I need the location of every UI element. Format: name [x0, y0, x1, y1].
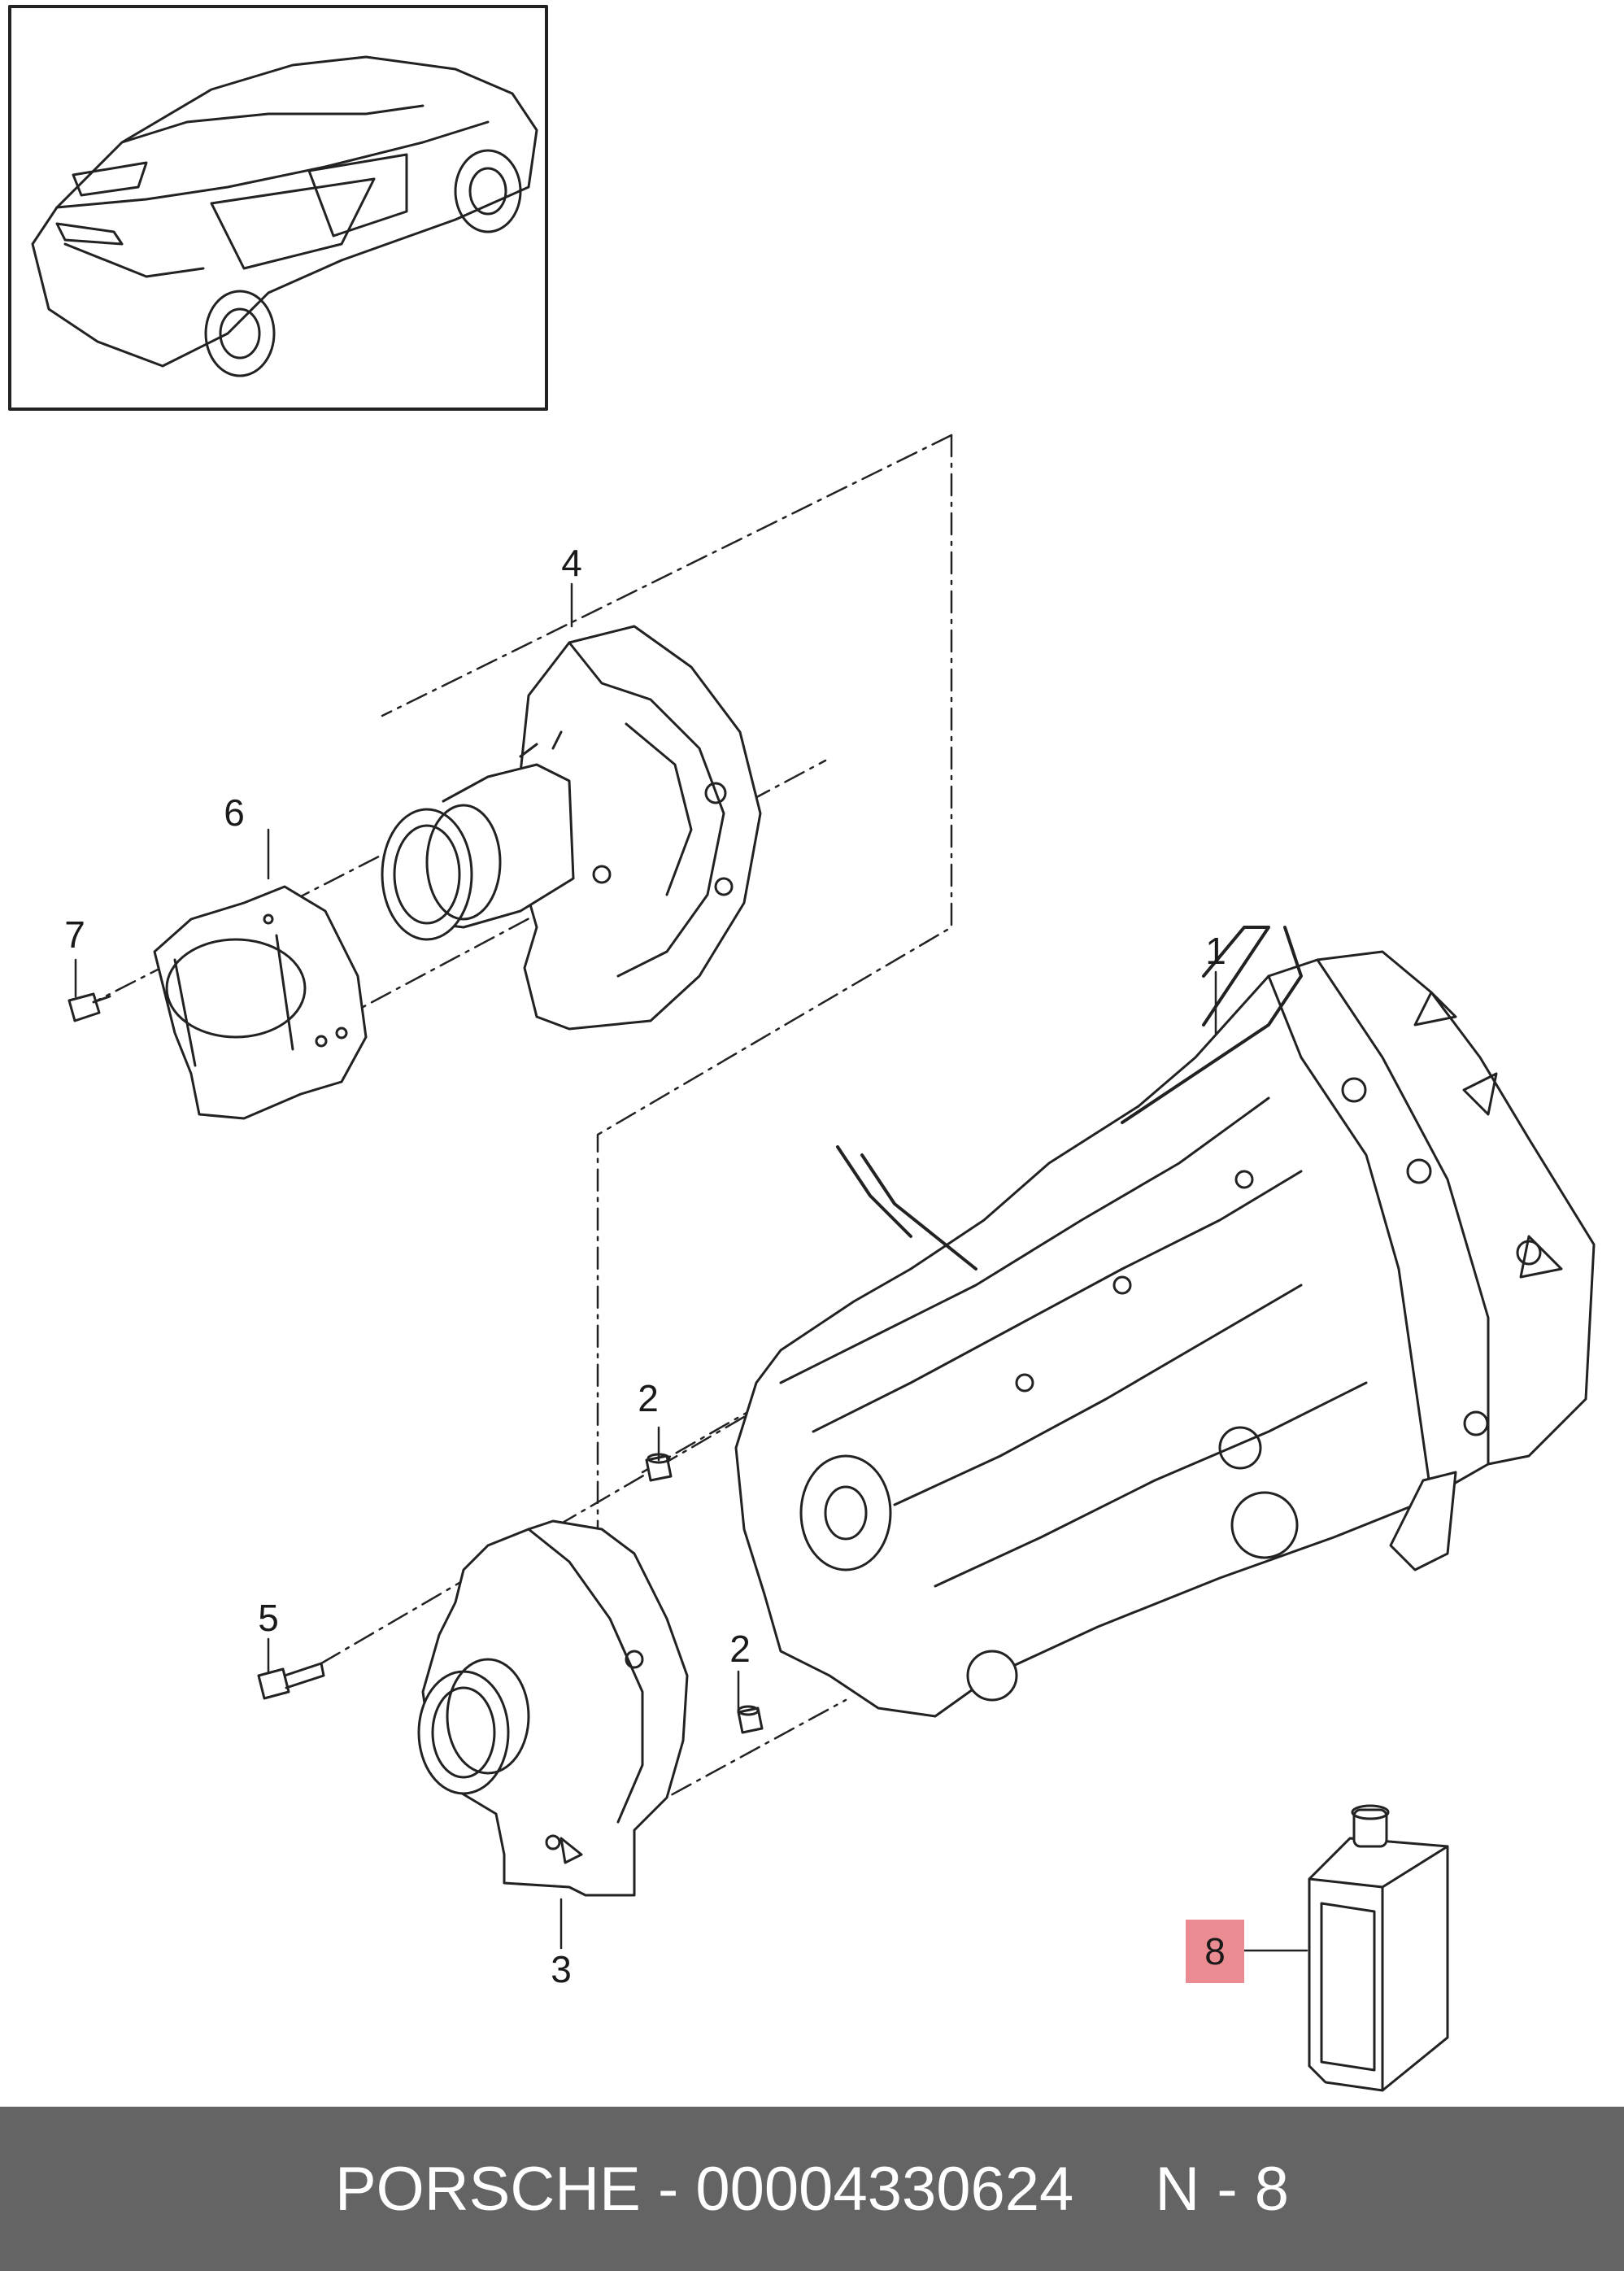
footer-bar: PORSCHE - 00004330624 N - 8 — [0, 2107, 1624, 2271]
callout-8: 8 — [1204, 1930, 1226, 1972]
footer-part-number: PORSCHE - 00004330624 — [334, 2154, 1074, 2224]
part-2-nut-b — [737, 1705, 764, 1734]
part-8-oil-bottle — [1308, 1804, 1449, 2092]
part-4-housing — [381, 625, 762, 1031]
part-1-gearbox — [734, 926, 1596, 1718]
callout-2a: 2 — [638, 1377, 659, 1419]
callout-2b: 2 — [729, 1628, 751, 1670]
callout-4: 4 — [561, 542, 582, 584]
callout-6: 6 — [224, 791, 245, 834]
leader-lines — [74, 582, 1308, 1952]
callout-1: 1 — [1205, 930, 1226, 972]
callout-8-highlight — [1186, 1920, 1244, 1983]
footer-reference: N - 8 — [1155, 2154, 1290, 2224]
vehicle-thumbnail — [8, 5, 548, 411]
part-3-housing — [417, 1519, 689, 1897]
part-7-bolt — [67, 992, 111, 1022]
part-5-bolt — [257, 1662, 325, 1700]
part-6-shield — [153, 885, 368, 1120]
callout-3: 3 — [551, 1948, 572, 1990]
callout-5: 5 — [258, 1597, 279, 1639]
parts-diagram: 1 2 2 3 4 5 6 7 8 — [8, 5, 1596, 2092]
callout-7: 7 — [64, 913, 85, 956]
